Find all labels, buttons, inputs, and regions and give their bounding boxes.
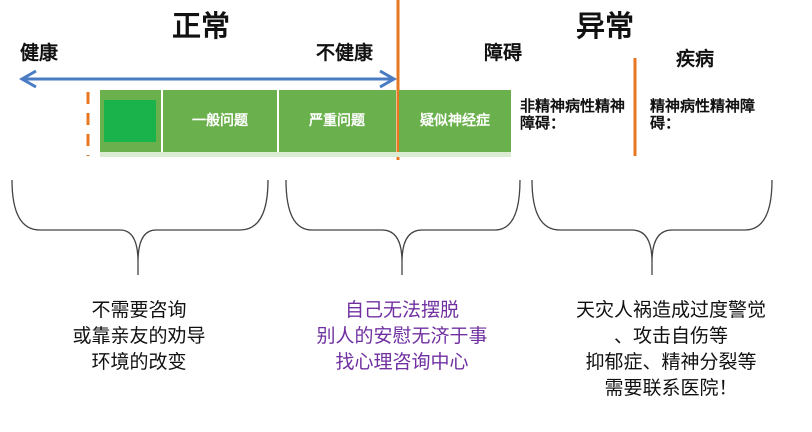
caption-right: 天灾人祸造成过度警觉 、攻击自伤等 抑郁症、精神分裂等 需要联系医院！ xyxy=(536,297,806,401)
cell-general-problem: 一般问题 xyxy=(162,90,278,152)
cell-suspected-neurosis: 疑似神经症 xyxy=(399,90,511,152)
cell-separator xyxy=(277,90,279,152)
band-stripe xyxy=(100,152,511,157)
caption-line: 找心理咨询中心 xyxy=(335,351,469,373)
caption-line: 、攻击自伤等 xyxy=(613,325,728,347)
caption-line: 环境的改变 xyxy=(91,351,187,373)
label-non-psychotic-disorder: 非精神病性精神障碍： xyxy=(520,97,626,132)
heading-normal: 正常 xyxy=(172,9,231,43)
caption-middle: 自己无法摆脱 别人的安慰无济于事 找心理咨询中心 xyxy=(282,297,522,375)
label-disease: 疾病 xyxy=(676,48,715,70)
caption-left: 不需要咨询 或靠亲友的劝导 环境的改变 xyxy=(24,297,254,375)
brace-middle xyxy=(285,179,521,275)
brace-left xyxy=(11,179,269,275)
caption-line: 别人的安慰无济于事 xyxy=(316,325,488,347)
caption-line: 天灾人祸造成过度警觉 xyxy=(575,299,766,321)
caption-line: 不需要咨询 xyxy=(91,299,187,321)
brace-right xyxy=(531,179,773,275)
caption-line: 或靠亲友的劝导 xyxy=(72,325,206,347)
label-healthy: 健康 xyxy=(20,42,59,64)
cell-separator xyxy=(161,90,163,152)
label-psychotic-disorder: 精神病性精神障碍： xyxy=(650,97,756,132)
heading-abnormal: 异常 xyxy=(576,9,635,43)
green-indicator-box xyxy=(104,100,156,142)
caption-line: 自己无法摆脱 xyxy=(344,299,459,321)
health-spectrum-arrow xyxy=(18,69,398,89)
caption-line: 需要联系医院！ xyxy=(604,377,738,399)
label-unhealthy: 不健康 xyxy=(316,42,374,64)
label-disorder: 障碍 xyxy=(484,42,523,64)
cell-serious-problem: 严重问题 xyxy=(278,90,396,152)
caption-line: 抑郁症、精神分裂等 xyxy=(585,351,757,373)
